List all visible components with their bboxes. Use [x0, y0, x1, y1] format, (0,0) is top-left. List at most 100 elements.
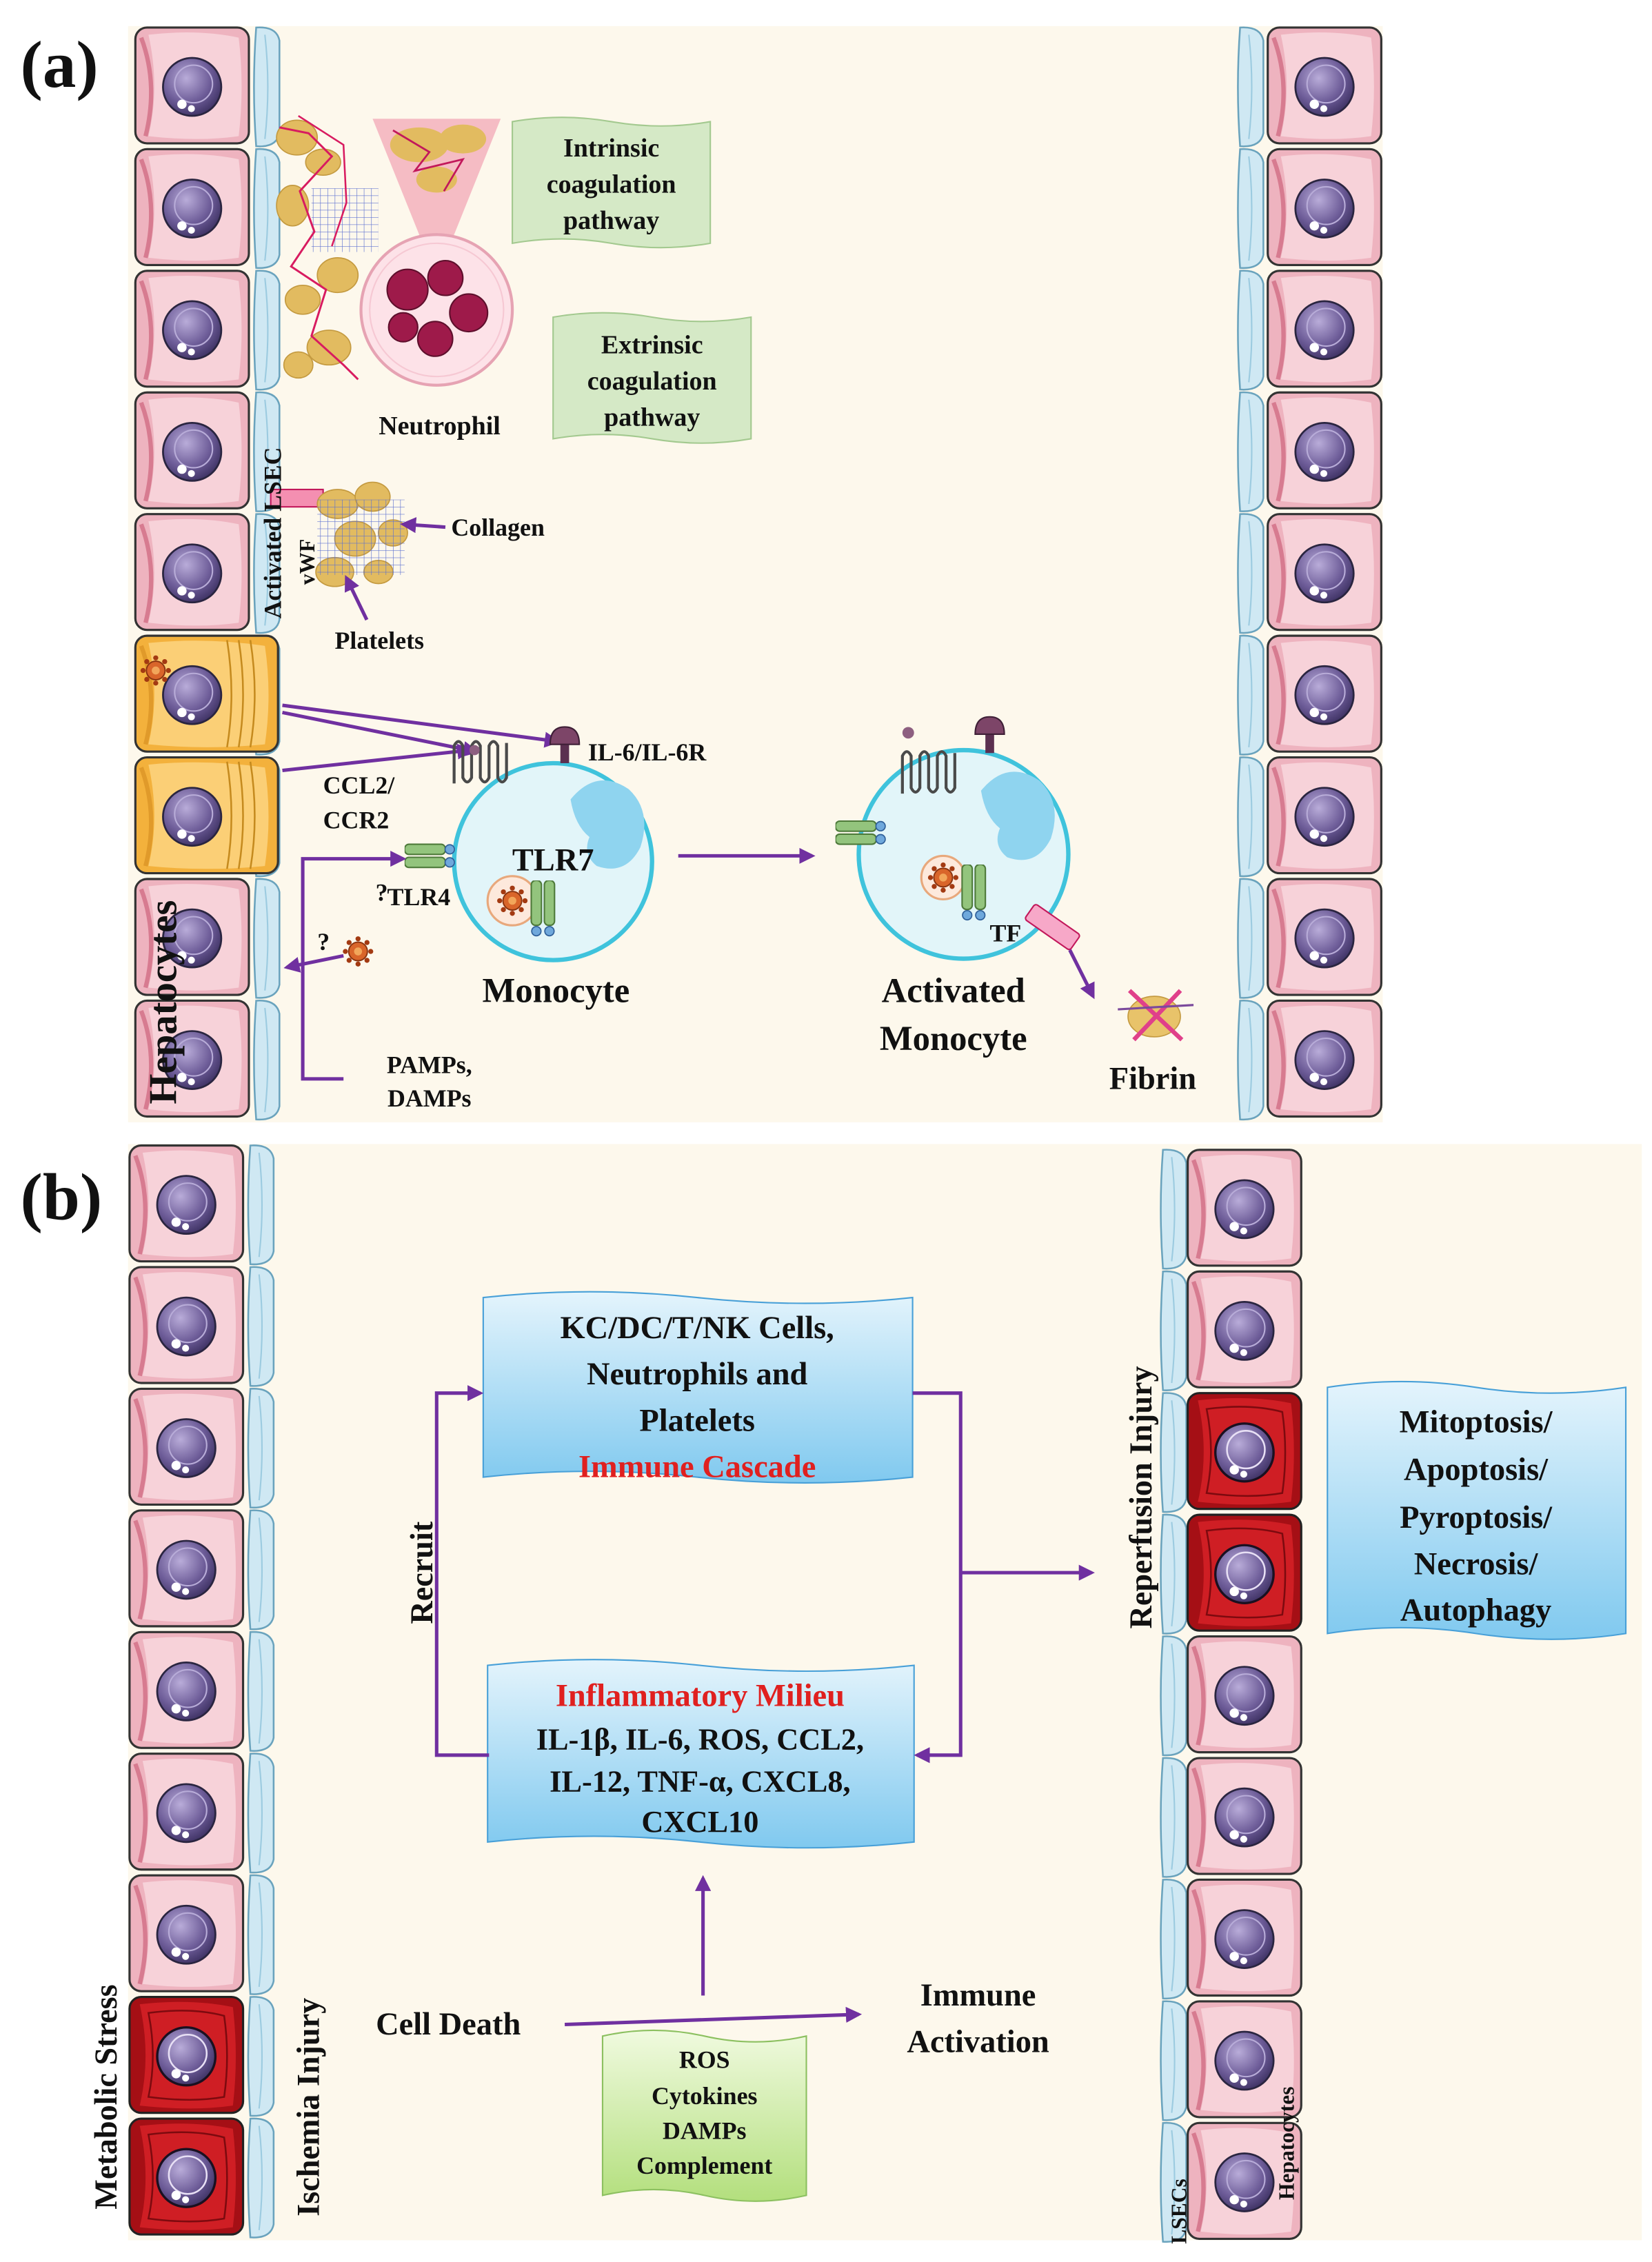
hepatocyte-cell	[1268, 1000, 1382, 1116]
extrinsic-line-2: coagulation	[587, 367, 717, 396]
activated-monocyte-cell	[856, 747, 1071, 961]
ccl2-label: CCL2/	[323, 771, 396, 799]
recruit-arrow	[434, 1385, 490, 1757]
extrinsic-line-3: pathway	[604, 403, 700, 432]
cell-fate-line-3: Pyroptosis/	[1400, 1500, 1553, 1535]
il6-receptor-label: IL-6/IL-6R	[588, 738, 707, 766]
collagen-arrow	[400, 517, 446, 534]
lsec-segment	[247, 1630, 275, 1752]
milieu-line-2: IL-12, TNF-α, CXCL8,	[550, 1764, 850, 1798]
lsec-segment	[253, 148, 281, 270]
panel-a-label: (a)	[21, 28, 99, 101]
immune-cascade-title: Immune Cascade	[578, 1450, 816, 1485]
lsec-segment	[253, 26, 281, 148]
net-release-cone	[372, 119, 501, 279]
lsec-segment	[247, 1509, 275, 1630]
hepatocyte-cell	[130, 1754, 243, 1870]
lsec-segment	[1237, 148, 1265, 270]
monocyte-nucleus	[570, 780, 645, 869]
lsec-segment	[1237, 878, 1265, 999]
immune-label: Immune	[920, 1978, 1036, 2013]
virus-icon	[139, 654, 172, 687]
hepatocyte-cell	[1188, 1637, 1302, 1753]
lsec-segment	[247, 1387, 275, 1509]
vwf-bar	[270, 488, 324, 508]
tissue-factor-icon	[1025, 904, 1080, 951]
immune-cascade-line-1: KC/DC/T/NK Cells,	[561, 1311, 834, 1346]
cell-fate-line-1: Mitoptosis/	[1400, 1405, 1553, 1440]
activated-monocyte-nucleus	[980, 771, 1055, 860]
hepatocyte-cell	[135, 514, 249, 630]
hepatocyte-cell	[130, 1267, 243, 1383]
fibrin-label: Fibrin	[1109, 1062, 1197, 1097]
lsec-segment	[247, 1753, 275, 1874]
lsec-segment	[1160, 1879, 1187, 2000]
trigger-line-3: DAMPs	[663, 2117, 747, 2145]
cell-fate-line-5: Autophagy	[1400, 1593, 1551, 1628]
lsec-segment	[247, 1266, 275, 1387]
trigger-line-2: Cytokines	[652, 2082, 758, 2110]
lsec-segment	[1237, 270, 1265, 391]
ccr2-label: CCR2	[323, 807, 390, 834]
hepatocyte-cell	[1188, 1879, 1302, 1995]
extrinsic-line-1: Extrinsic	[601, 331, 703, 360]
lsec-segment	[247, 2117, 275, 2239]
trigger-line-1: ROS	[679, 2046, 730, 2074]
lsec-segment	[247, 1996, 275, 2117]
milieu-line-3: CXCL10	[641, 1805, 758, 1839]
neutrophil-label: Neutrophil	[379, 412, 501, 441]
monocyte-label: Monocyte	[483, 971, 630, 1010]
hepatocyte-cell	[1188, 1271, 1302, 1387]
cell-fate-line-4: Necrosis/	[1414, 1546, 1539, 1582]
hepatocyte-cell	[1188, 1758, 1302, 1874]
extrinsic-pathway-box	[552, 312, 752, 444]
lsec-segment	[1237, 26, 1265, 148]
activation-label: Activation	[907, 2025, 1049, 2060]
hepatocyte-cell	[1268, 392, 1382, 508]
hepatocyte-cell	[1268, 149, 1382, 265]
hepatocyte-cell	[130, 1632, 243, 1748]
intrinsic-line-3: pathway	[563, 206, 659, 235]
pamps-to-tlr4-arrow	[301, 851, 407, 1081]
panel-b: (b) KC/DC/T/NK Cells, Neutrophils and Pl…	[21, 1160, 1627, 2202]
ccl2-signal-arrow-1	[282, 710, 479, 757]
activated-label: Activated	[882, 971, 1025, 1010]
fibrin-icon	[1118, 989, 1194, 1042]
immune-cascade-line-2: Neutrophils and	[587, 1357, 808, 1392]
intrinsic-line-1: Intrinsic	[563, 134, 659, 163]
lsec-segment	[253, 270, 281, 391]
lsec-segment	[1237, 756, 1265, 878]
lsec-segment	[1160, 1149, 1187, 1270]
vwf-label: vWF	[295, 539, 319, 585]
intrinsic-line-2: coagulation	[547, 170, 676, 199]
activated-endosome-virus-icon	[927, 861, 959, 893]
hepatocyte-cell	[135, 149, 249, 265]
tf-label: TF	[989, 919, 1021, 947]
trigger-line-4: Complement	[636, 2152, 772, 2179]
activated-lsec-label: Activated LSEC	[259, 447, 286, 619]
lsec-segment	[1160, 1392, 1187, 1513]
infected-hepatocyte-cell	[135, 636, 278, 751]
hepatocyte-cell	[135, 28, 249, 143]
hepatocyte-cell	[1268, 28, 1382, 143]
pamps-label: PAMPs,	[387, 1051, 472, 1079]
hepatocyte-cell	[135, 271, 249, 387]
injured-hepatocyte-cell	[128, 1995, 245, 2114]
milieu-line-1: IL-1β, IL-6, ROS, CCL2,	[536, 1723, 864, 1757]
inflammatory-milieu-box	[487, 1659, 915, 1849]
panel-a: (a)	[21, 28, 1197, 1112]
activated-ccr2-receptor-icon	[903, 751, 955, 794]
tlr7-label: TLR7	[512, 843, 594, 878]
cell-death-label: Cell Death	[376, 2007, 521, 2042]
collagen-label: Collagen	[451, 514, 545, 541]
lsec-segment	[1237, 634, 1265, 756]
lsec-segment	[1160, 2000, 1187, 2121]
ccl2-signal-arrow-2	[282, 743, 474, 772]
inflammatory-milieu-title: Inflammatory Milieu	[556, 1679, 845, 1714]
tf-to-fibrin-arrow	[1068, 949, 1095, 1000]
ccl2-ligand	[469, 745, 480, 756]
injured-hepatocyte-cell	[1186, 1392, 1302, 1511]
ccr2-receptor-icon	[454, 741, 507, 783]
lsec-segment	[1160, 1635, 1187, 1757]
reperfusion-injury-label: Reperfusion Injury	[1124, 1366, 1159, 1628]
